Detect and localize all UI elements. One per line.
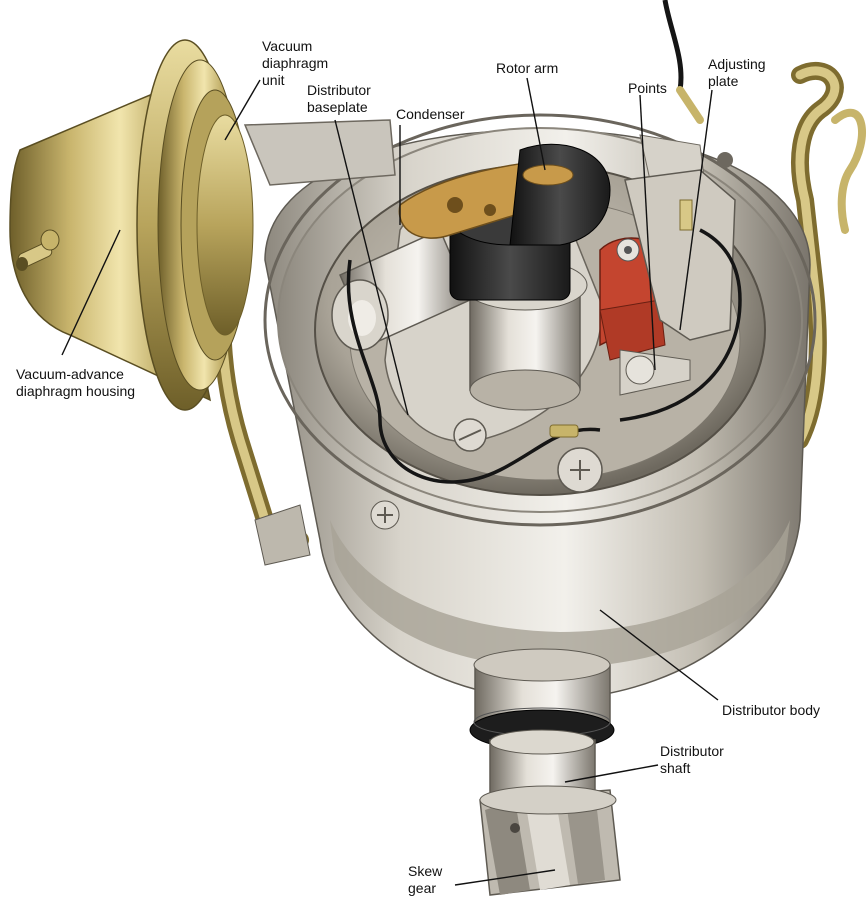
- clip-spring-right: [791, 62, 866, 449]
- label-line: Vacuum-advance: [16, 366, 124, 382]
- label-condenser: Condenser: [396, 106, 465, 123]
- label-line: Points: [628, 80, 667, 96]
- label-distributor-body: Distributor body: [722, 702, 820, 719]
- leader-vacuum-advance-housing: [61, 229, 121, 356]
- label-line: unit: [262, 72, 285, 88]
- adjusting-plate-part: [624, 152, 736, 341]
- screws: [370, 418, 603, 530]
- label-line: diaphragm: [262, 55, 329, 71]
- label-adjusting-plate: Adjusting plate: [708, 56, 766, 90]
- internal-wires: [346, 0, 742, 484]
- leader-distributor-body: [599, 609, 719, 701]
- mounting-bracket: [243, 119, 706, 566]
- label-rotor-arm: Rotor arm: [496, 60, 558, 77]
- label-line: baseplate: [307, 99, 368, 115]
- label-line: Vacuum: [262, 38, 313, 54]
- skew-gear-part: [479, 785, 621, 896]
- leader-distributor-shaft: [564, 764, 659, 783]
- rotor-arm-part: [398, 143, 611, 301]
- label-line: gear: [408, 880, 437, 896]
- label-line: Distributor body: [722, 702, 821, 718]
- label-vacuum-diaphragm-unit: Vacuum diaphragm unit: [262, 38, 328, 89]
- label-line: Skew: [408, 863, 443, 879]
- label-line: Distributor: [307, 82, 371, 98]
- label-vacuum-advance-housing: Vacuum-advance diaphragm housing: [16, 366, 135, 400]
- label-line: shaft: [660, 760, 691, 776]
- label-line: Adjusting: [708, 56, 766, 72]
- vacuum-advance-housing: [9, 39, 254, 411]
- label-line: Distributor: [660, 743, 724, 759]
- leader-vacuum-diaphragm-unit: [224, 79, 261, 141]
- label-line: diaphragm housing: [16, 383, 136, 399]
- label-line: Condenser: [396, 106, 465, 122]
- leader-distributor-baseplate: [334, 119, 409, 416]
- leader-lines: [61, 77, 719, 886]
- label-points: Points: [628, 80, 667, 97]
- contact-points-part: [599, 237, 691, 396]
- label-line: Rotor arm: [496, 60, 559, 76]
- vacuum-pipe-nipple: [16, 229, 60, 271]
- label-distributor-baseplate: Distributor baseplate: [307, 82, 371, 116]
- leader-rotor-arm: [526, 77, 546, 171]
- label-skew-gear: Skew gear: [408, 863, 442, 897]
- leader-points: [639, 94, 656, 371]
- label-distributor-shaft: Distributor shaft: [660, 743, 724, 777]
- leader-adjusting-plate: [679, 89, 713, 331]
- label-line: plate: [708, 73, 739, 89]
- leader-skew-gear: [454, 869, 556, 886]
